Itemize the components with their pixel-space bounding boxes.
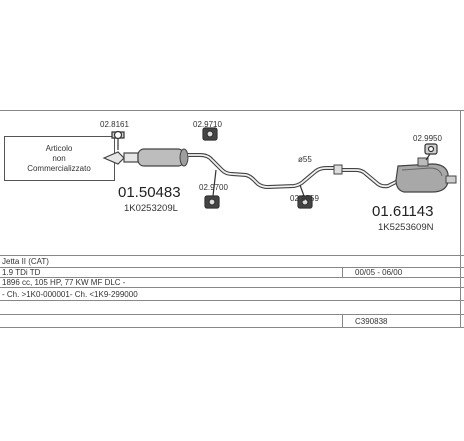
rear-muffler-oem: 1K5253609N [378, 222, 434, 233]
table-row1-left: Jetta II (CAT) [2, 257, 49, 266]
hanger-right-top-icon [424, 143, 438, 161]
rear-muffler-code: 01.61143 [372, 203, 433, 220]
table-row6-right: C390838 [355, 317, 388, 326]
front-muffler-oem: 1K0253209L [124, 203, 178, 214]
table-row3-left: 1896 cc, 105 HP, 77 KW MF DLC - [2, 278, 126, 287]
clamp-left-icon [111, 130, 125, 150]
note-line-3: Commercializzato [27, 164, 91, 173]
table-row2-right: 00/05 - 06/00 [355, 268, 403, 277]
hanger-right-top-code: 02.9950 [413, 134, 442, 143]
hanger-right-low-icon [297, 184, 313, 209]
application-table: Jetta II (CAT) 1.9 TDi TD 00/05 - 06/00 … [2, 257, 403, 326]
hanger-mid-code: 02.9700 [199, 183, 228, 192]
hanger-top-code: 02.9710 [193, 120, 222, 129]
table-row2-left: 1.9 TDi TD [2, 268, 41, 277]
diameter-label: ø55 [298, 155, 312, 164]
front-muffler [137, 148, 189, 167]
rear-muffler [395, 157, 457, 193]
front-muffler-code: 01.50483 [118, 184, 181, 201]
note-line-2: non [52, 154, 65, 163]
note-line-1: Articolo [46, 144, 73, 153]
frame-lines [0, 110, 464, 328]
table-row4-left: - Ch. >1K0-000001- Ch. <1K9-299000 [2, 290, 138, 299]
discontinued-note: Articolo non Commercializzato [4, 136, 115, 181]
clamp-left-code: 02.8161 [100, 120, 129, 129]
hanger-mid-icon [204, 169, 220, 209]
hanger-top-icon [202, 127, 218, 141]
pipe-clamp [333, 164, 343, 175]
hanger-right-low-code: 02.9559 [290, 194, 319, 203]
